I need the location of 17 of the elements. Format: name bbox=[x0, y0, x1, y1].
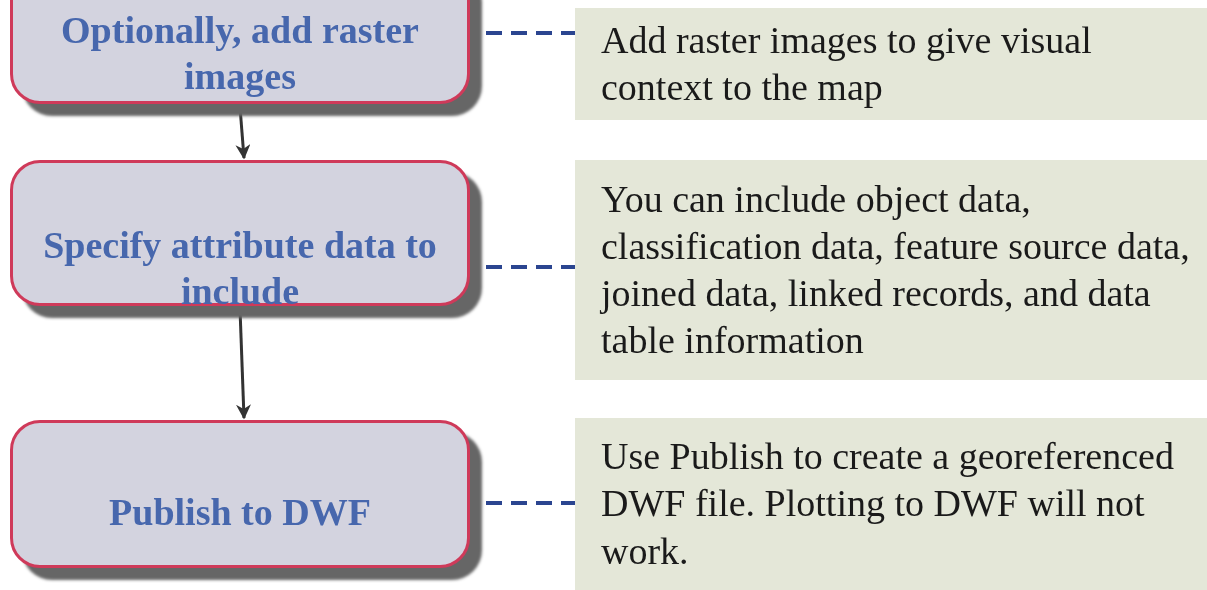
process-box bbox=[10, 420, 470, 568]
note-panel bbox=[575, 418, 1207, 590]
dashed-connector bbox=[486, 265, 575, 269]
process-box bbox=[10, 0, 470, 104]
process-box bbox=[10, 160, 470, 306]
dashed-connector bbox=[486, 501, 575, 505]
arrow bbox=[235, 106, 251, 160]
note-panel bbox=[575, 8, 1207, 120]
arrow bbox=[236, 308, 251, 420]
step-label: Specify attribute data to include bbox=[42, 223, 438, 314]
step-label: Optionally, add raster images bbox=[60, 8, 420, 99]
step-label: Publish to DWF bbox=[109, 490, 371, 536]
note-text: Add raster images to give visual context to the map bbox=[601, 17, 1093, 110]
note-text: You can include object data, classification data, feature source data, joined data, linked records, and data table information bbox=[601, 176, 1191, 364]
note-text: Use Publish to create a georeferenced DWF file. Plotting to DWF will not work. bbox=[601, 434, 1175, 574]
dashed-connector bbox=[486, 31, 575, 35]
note-panel bbox=[575, 160, 1207, 380]
